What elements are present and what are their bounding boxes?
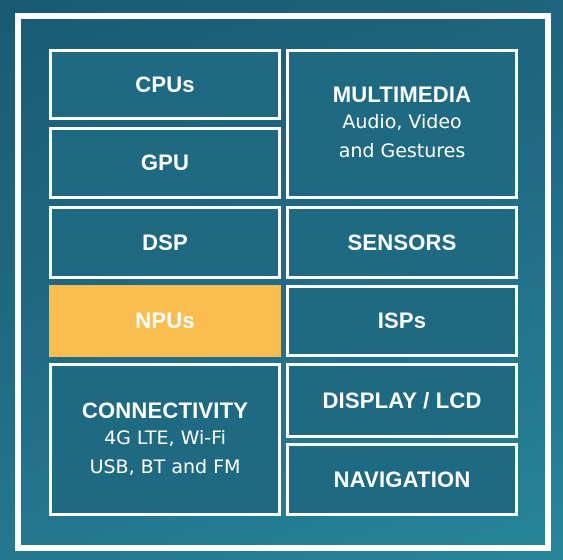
block-multimedia-line1: Audio, Video [342,111,462,133]
block-connectivity: CONNECTIVITY 4G LTE, Wi-Fi USB, BT and F… [49,363,281,516]
block-multimedia: MULTIMEDIA Audio, Video and Gestures [286,49,518,199]
block-multimedia-line2: and Gestures [338,140,466,162]
soc-outer-frame [15,13,551,551]
block-display: DISPLAY / LCD [286,363,518,438]
block-sensors-title: SENSORS [347,229,457,255]
block-cpus-title: CPUs [135,71,195,97]
block-dsp-title: DSP [142,229,188,255]
block-dsp: DSP [49,206,281,279]
block-isps: ISPs [286,285,518,357]
block-navigation-title: NAVIGATION [333,466,471,492]
block-connectivity-title: CONNECTIVITY [81,397,249,423]
block-gpu: GPU [49,127,281,199]
block-cpus: CPUs [49,49,281,120]
block-multimedia-title: MULTIMEDIA [332,82,472,107]
block-display-title: DISPLAY / LCD [322,387,482,413]
block-npus-title: NPUs [135,308,195,333]
block-sensors: SENSORS [286,206,518,279]
block-connectivity-line2: USB, BT and FM [89,455,241,478]
block-navigation: NAVIGATION [286,443,518,516]
block-connectivity-line1: 4G LTE, Wi-Fi [104,426,226,449]
block-npus: NPUs [49,285,281,357]
block-gpu-title: GPU [140,150,190,175]
block-isps-title: ISPs [377,308,427,333]
